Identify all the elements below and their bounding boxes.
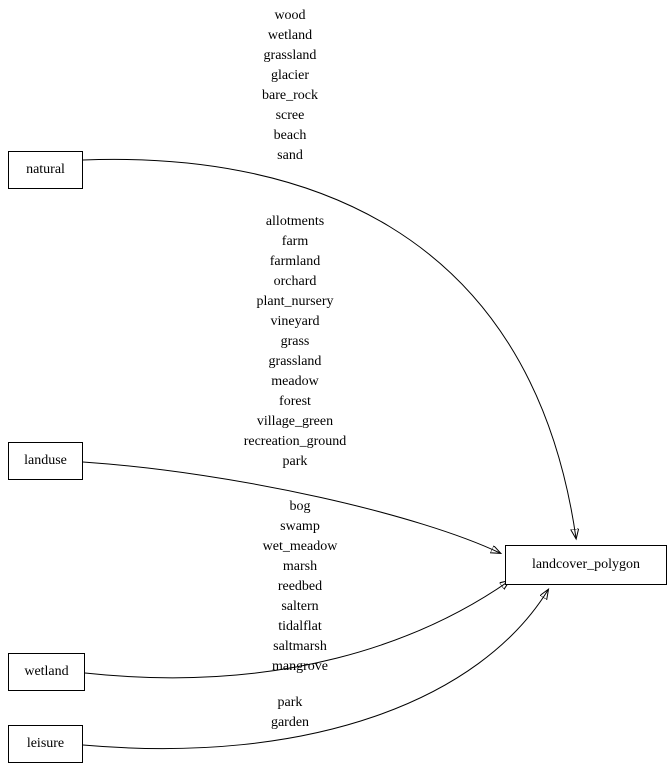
node-landuse-label: landuse: [24, 453, 67, 468]
edge-leisure-landcover_polygon: [82, 590, 548, 750]
edge-label-leisure-values: park garden: [270, 695, 310, 730]
edge-landuse-landcover_polygon: [82, 461, 500, 553]
node-wetland: wetland: [8, 653, 85, 691]
edge-label-wetland-values: bog swamp wet_meadow marsh reedbed salte…: [262, 499, 338, 674]
edge-wetland-landcover_polygon: [84, 581, 509, 679]
edge-label-landuse-values: allotments farm farmland orchard plant_n…: [243, 214, 347, 469]
node-landcover-polygon: landcover_polygon: [505, 545, 667, 585]
node-wetland-label: wetland: [24, 664, 69, 679]
node-landuse: landuse: [8, 442, 83, 480]
edge-label-natural-values: wood wetland grassland glacier bare_rock…: [262, 8, 318, 163]
node-leisure: leisure: [8, 725, 83, 763]
edge-natural-landcover_polygon: [82, 158, 576, 538]
node-leisure-label: leisure: [26, 736, 65, 751]
node-landcover-polygon-label: landcover_polygon: [531, 557, 641, 572]
node-natural-label: natural: [26, 162, 65, 177]
node-natural: natural: [8, 151, 83, 189]
